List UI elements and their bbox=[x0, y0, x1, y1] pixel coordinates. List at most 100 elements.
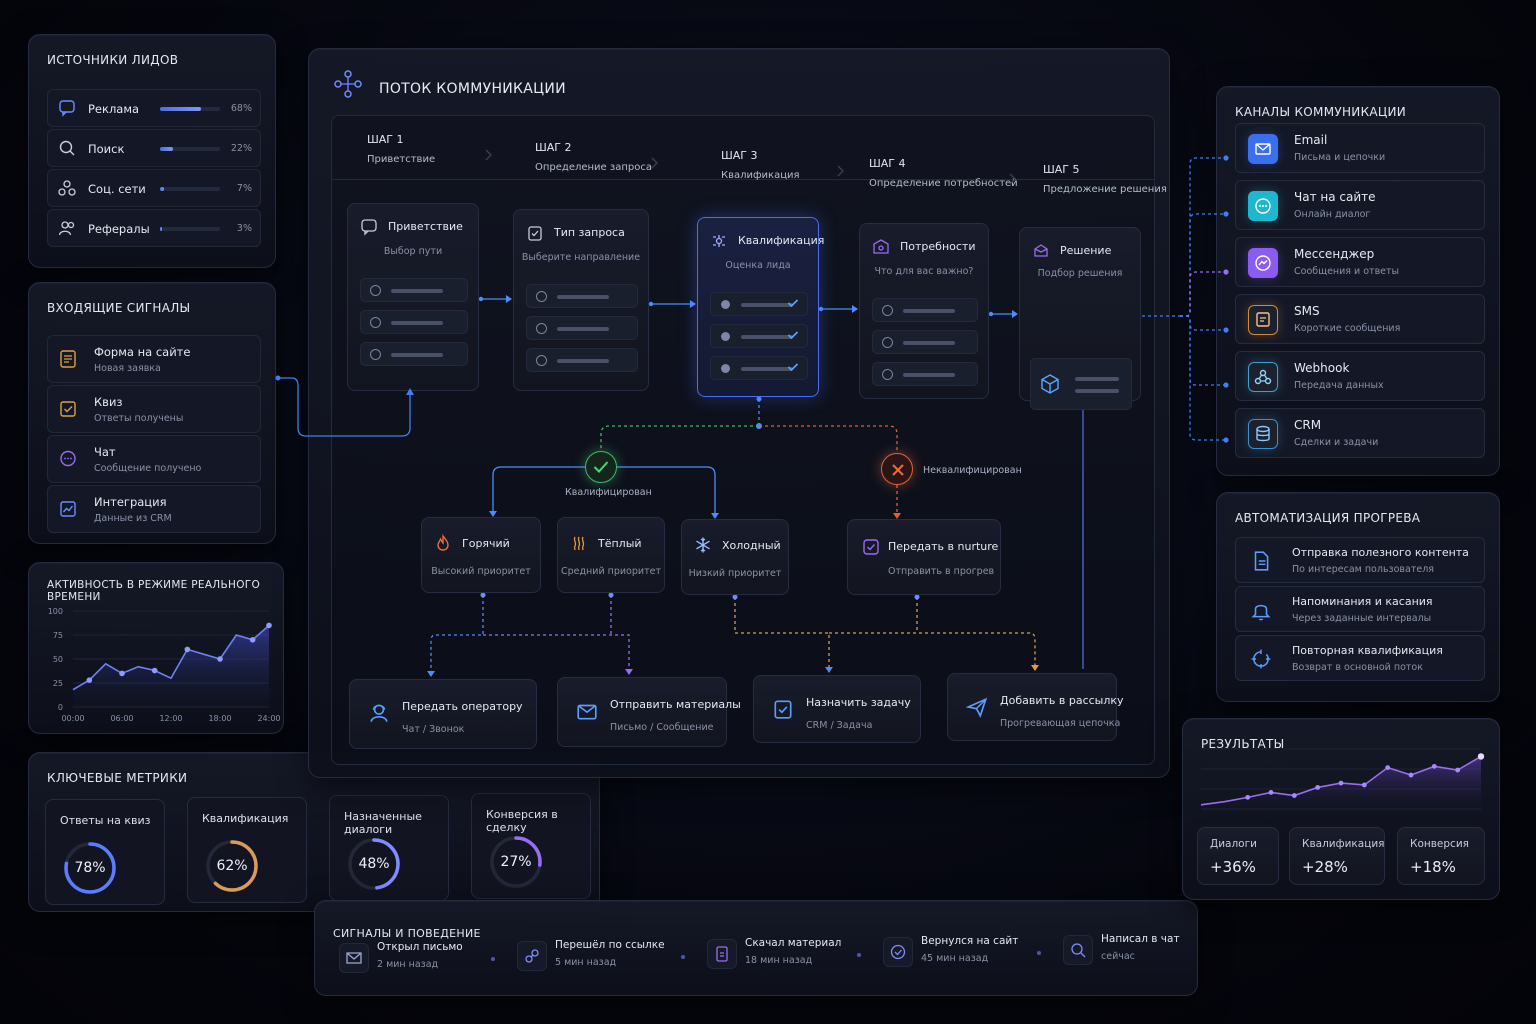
lead-source-row[interactable]: Реклама 68% bbox=[47, 89, 261, 127]
lead-source-row[interactable]: Поиск 22% bbox=[47, 129, 261, 167]
incoming-signal-row[interactable]: Чат Сообщение получено bbox=[47, 435, 261, 483]
signal-title: Перешёл по ссылке bbox=[555, 939, 665, 951]
answer-option[interactable] bbox=[872, 298, 978, 322]
channel-sub: Короткие сообщения bbox=[1294, 323, 1401, 334]
cube-icon bbox=[1039, 373, 1061, 395]
answer-option[interactable] bbox=[872, 362, 978, 386]
signal-item[interactable]: Вернулся на сайт 45 мин назад bbox=[883, 933, 1043, 973]
mail-icon bbox=[1248, 134, 1278, 164]
solution-line bbox=[1075, 377, 1119, 381]
answer-option[interactable] bbox=[710, 356, 808, 380]
activity-area bbox=[73, 625, 269, 707]
option-line bbox=[903, 309, 955, 313]
answer-option[interactable] bbox=[526, 316, 638, 340]
automation-sub: По интересам пользователя bbox=[1292, 564, 1434, 575]
lead-source-pct: 3% bbox=[236, 223, 252, 234]
incoming-signal-row[interactable]: Интеграция Данные из CRM bbox=[47, 485, 261, 533]
metric-ring-fill bbox=[206, 840, 258, 892]
answer-option[interactable] bbox=[710, 292, 808, 316]
unqualified-decision[interactable] bbox=[881, 453, 913, 485]
activity-title: Активность в режиме реального времени bbox=[47, 579, 261, 603]
answer-option[interactable] bbox=[360, 278, 468, 302]
incoming-signal-sub: Данные из CRM bbox=[94, 513, 172, 524]
signal-time: 45 мин назад bbox=[921, 953, 989, 964]
results-point bbox=[1477, 753, 1485, 760]
automation-sub: Возврат в основной поток bbox=[1292, 662, 1423, 673]
lead-sources-title: Источники лидов bbox=[47, 53, 179, 67]
answer-option[interactable] bbox=[526, 284, 638, 308]
incoming-signal-row[interactable]: Квиз Ответы получены bbox=[47, 385, 261, 433]
incoming-signal-row[interactable]: Форма на сайте Новая заявка bbox=[47, 335, 261, 383]
form-icon bbox=[58, 349, 78, 369]
signal-title: Вернулся на сайт bbox=[921, 935, 1019, 947]
users-icon bbox=[58, 219, 76, 237]
signal-time: 18 мин назад bbox=[745, 955, 813, 966]
answer-option[interactable] bbox=[710, 324, 808, 348]
channel-title: Email bbox=[1294, 133, 1328, 147]
home-icon bbox=[872, 238, 890, 256]
answer-option[interactable] bbox=[872, 330, 978, 354]
step-card-sub: Подбор решения bbox=[1037, 268, 1123, 279]
flow-icon bbox=[333, 69, 363, 99]
key-metrics-title: Ключевые метрики bbox=[47, 771, 188, 785]
solution-box[interactable] bbox=[1030, 358, 1132, 410]
answer-option[interactable] bbox=[526, 348, 638, 372]
automation-sub: Через заданные интервалы bbox=[1292, 613, 1432, 624]
result-stat-value: +36% bbox=[1210, 858, 1256, 876]
priority-sub: Низкий приоритет bbox=[688, 568, 782, 579]
nurture-card[interactable]: Передать в nurture Отправить в прогрев bbox=[847, 519, 1001, 595]
return-icon bbox=[883, 937, 913, 967]
priority-sub: Средний приоритет bbox=[560, 566, 661, 577]
answer-option[interactable] bbox=[360, 310, 468, 334]
qualified-decision[interactable] bbox=[585, 451, 617, 483]
metric-ring-fill bbox=[490, 836, 542, 888]
lead-source-row[interactable]: Соц. сети 7% bbox=[47, 169, 261, 207]
lead-source-bar bbox=[160, 107, 220, 111]
y-tick-label: 50 bbox=[53, 655, 63, 664]
signal-title: Открыл письмо bbox=[377, 941, 463, 953]
step-card-sub: Оценка лида bbox=[725, 260, 791, 271]
channels-title: Каналы коммуникации bbox=[1235, 105, 1407, 119]
lead-source-label: Реклама bbox=[88, 102, 140, 116]
action-title: Отправить материалы bbox=[610, 698, 741, 711]
metric-label: Конверсия в сделку bbox=[486, 808, 558, 834]
metric-ring-fill bbox=[64, 842, 116, 894]
lead-source-row[interactable]: Рефералы 3% bbox=[47, 209, 261, 247]
step-card-title: Решение bbox=[1060, 244, 1112, 257]
answer-option[interactable] bbox=[360, 342, 468, 366]
